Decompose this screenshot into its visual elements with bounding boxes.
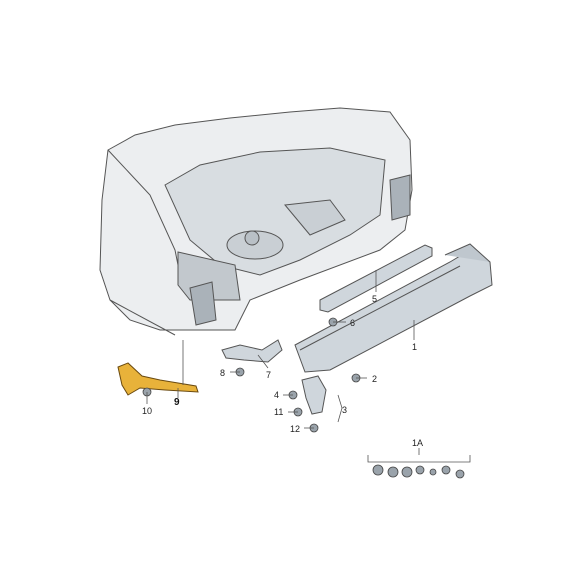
callout-8: 8 [220,368,226,378]
bumper-beam [294,243,493,373]
callout-4: 4 [274,390,280,400]
callout-2: 2 [372,374,378,384]
callout-12: 12 [290,424,301,434]
trunk-cavity [164,147,386,276]
callout-1A: 1A [412,438,424,448]
callout-7: 7 [266,370,272,380]
leader-lines [146,270,471,463]
highlighted-bracket-part-9 [117,362,199,396]
bracket-part [221,339,283,363]
callout-6: 6 [350,318,356,328]
callout-10: 10 [142,406,153,416]
tail-lamp [177,174,411,326]
callout-1: 1 [412,342,418,352]
callout-9-highlighted: 9 [174,397,180,408]
side-bracket [301,375,327,415]
callout-5: 5 [372,294,378,304]
callout-3: 3 [342,405,348,415]
callout-11-upper: 11 [274,407,284,417]
